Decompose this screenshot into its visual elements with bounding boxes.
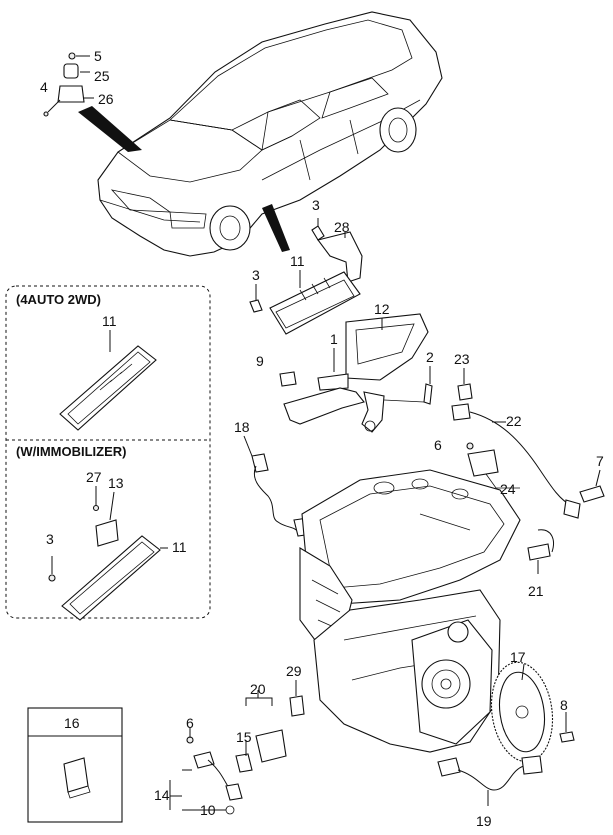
callout-21: 21 — [528, 583, 544, 599]
variant-title-immobilizer: (W/IMMOBILIZER) — [16, 444, 126, 459]
callout-6: 6 — [186, 715, 194, 731]
engine-illustration — [289, 469, 521, 753]
callout-16: 16 — [64, 715, 80, 731]
impact-sensor-assembly — [43, 52, 94, 117]
callout-20: 20 — [250, 681, 266, 697]
callout-14: 14 — [154, 787, 170, 803]
variant-title-4auto-2wd: (4AUTO 2WD) — [16, 292, 101, 307]
callout-12: 12 — [374, 301, 390, 317]
callout-3: 3 — [46, 531, 54, 547]
callout-11: 11 — [172, 539, 187, 555]
callout-26: 26 — [98, 91, 114, 107]
callout-7: 7 — [596, 453, 604, 469]
callout-28: 28 — [334, 219, 350, 235]
callout-11: 11 — [102, 313, 117, 329]
variant-box-container — [5, 285, 211, 621]
callout-15: 15 — [236, 729, 252, 745]
callout-8: 8 — [560, 697, 568, 713]
callout-22: 22 — [506, 413, 522, 429]
callout-27: 27 — [86, 469, 102, 485]
callout-9: 9 — [256, 353, 264, 369]
car-illustration — [78, 11, 443, 257]
callout-2: 2 — [426, 349, 434, 365]
callout-5: 5 — [94, 48, 102, 64]
callout-4: 4 — [40, 79, 48, 95]
callout-19: 19 — [476, 813, 492, 829]
callout-17: 17 — [510, 649, 526, 665]
callout-13: 13 — [108, 475, 124, 491]
callout-11: 11 — [290, 253, 305, 269]
crank-sensor-harness — [437, 755, 543, 806]
callout-10: 10 — [200, 802, 216, 818]
bolt-8 — [559, 712, 575, 743]
item-16-box — [27, 707, 123, 823]
callout-labels: 5 25 4 26 3 28 3 11 12 1 9 2 23 22 18 6 … — [16, 48, 604, 829]
callout-18: 18 — [234, 419, 250, 435]
callout-24: 24 — [500, 481, 516, 497]
callout-29: 29 — [286, 663, 302, 679]
callout-23: 23 — [454, 351, 470, 367]
flywheel-ring-gear — [490, 661, 554, 763]
callout-1: 1 — [330, 331, 338, 347]
cam-sensor-harness — [451, 368, 605, 574]
sensor-bracket-assembly — [169, 690, 287, 815]
callout-3: 3 — [312, 197, 320, 213]
callout-6: 6 — [434, 437, 442, 453]
ecu-bracket-assembly — [249, 218, 433, 433]
knock-sensor-harness — [243, 435, 313, 537]
callout-3: 3 — [252, 267, 260, 283]
callout-25: 25 — [94, 68, 110, 84]
